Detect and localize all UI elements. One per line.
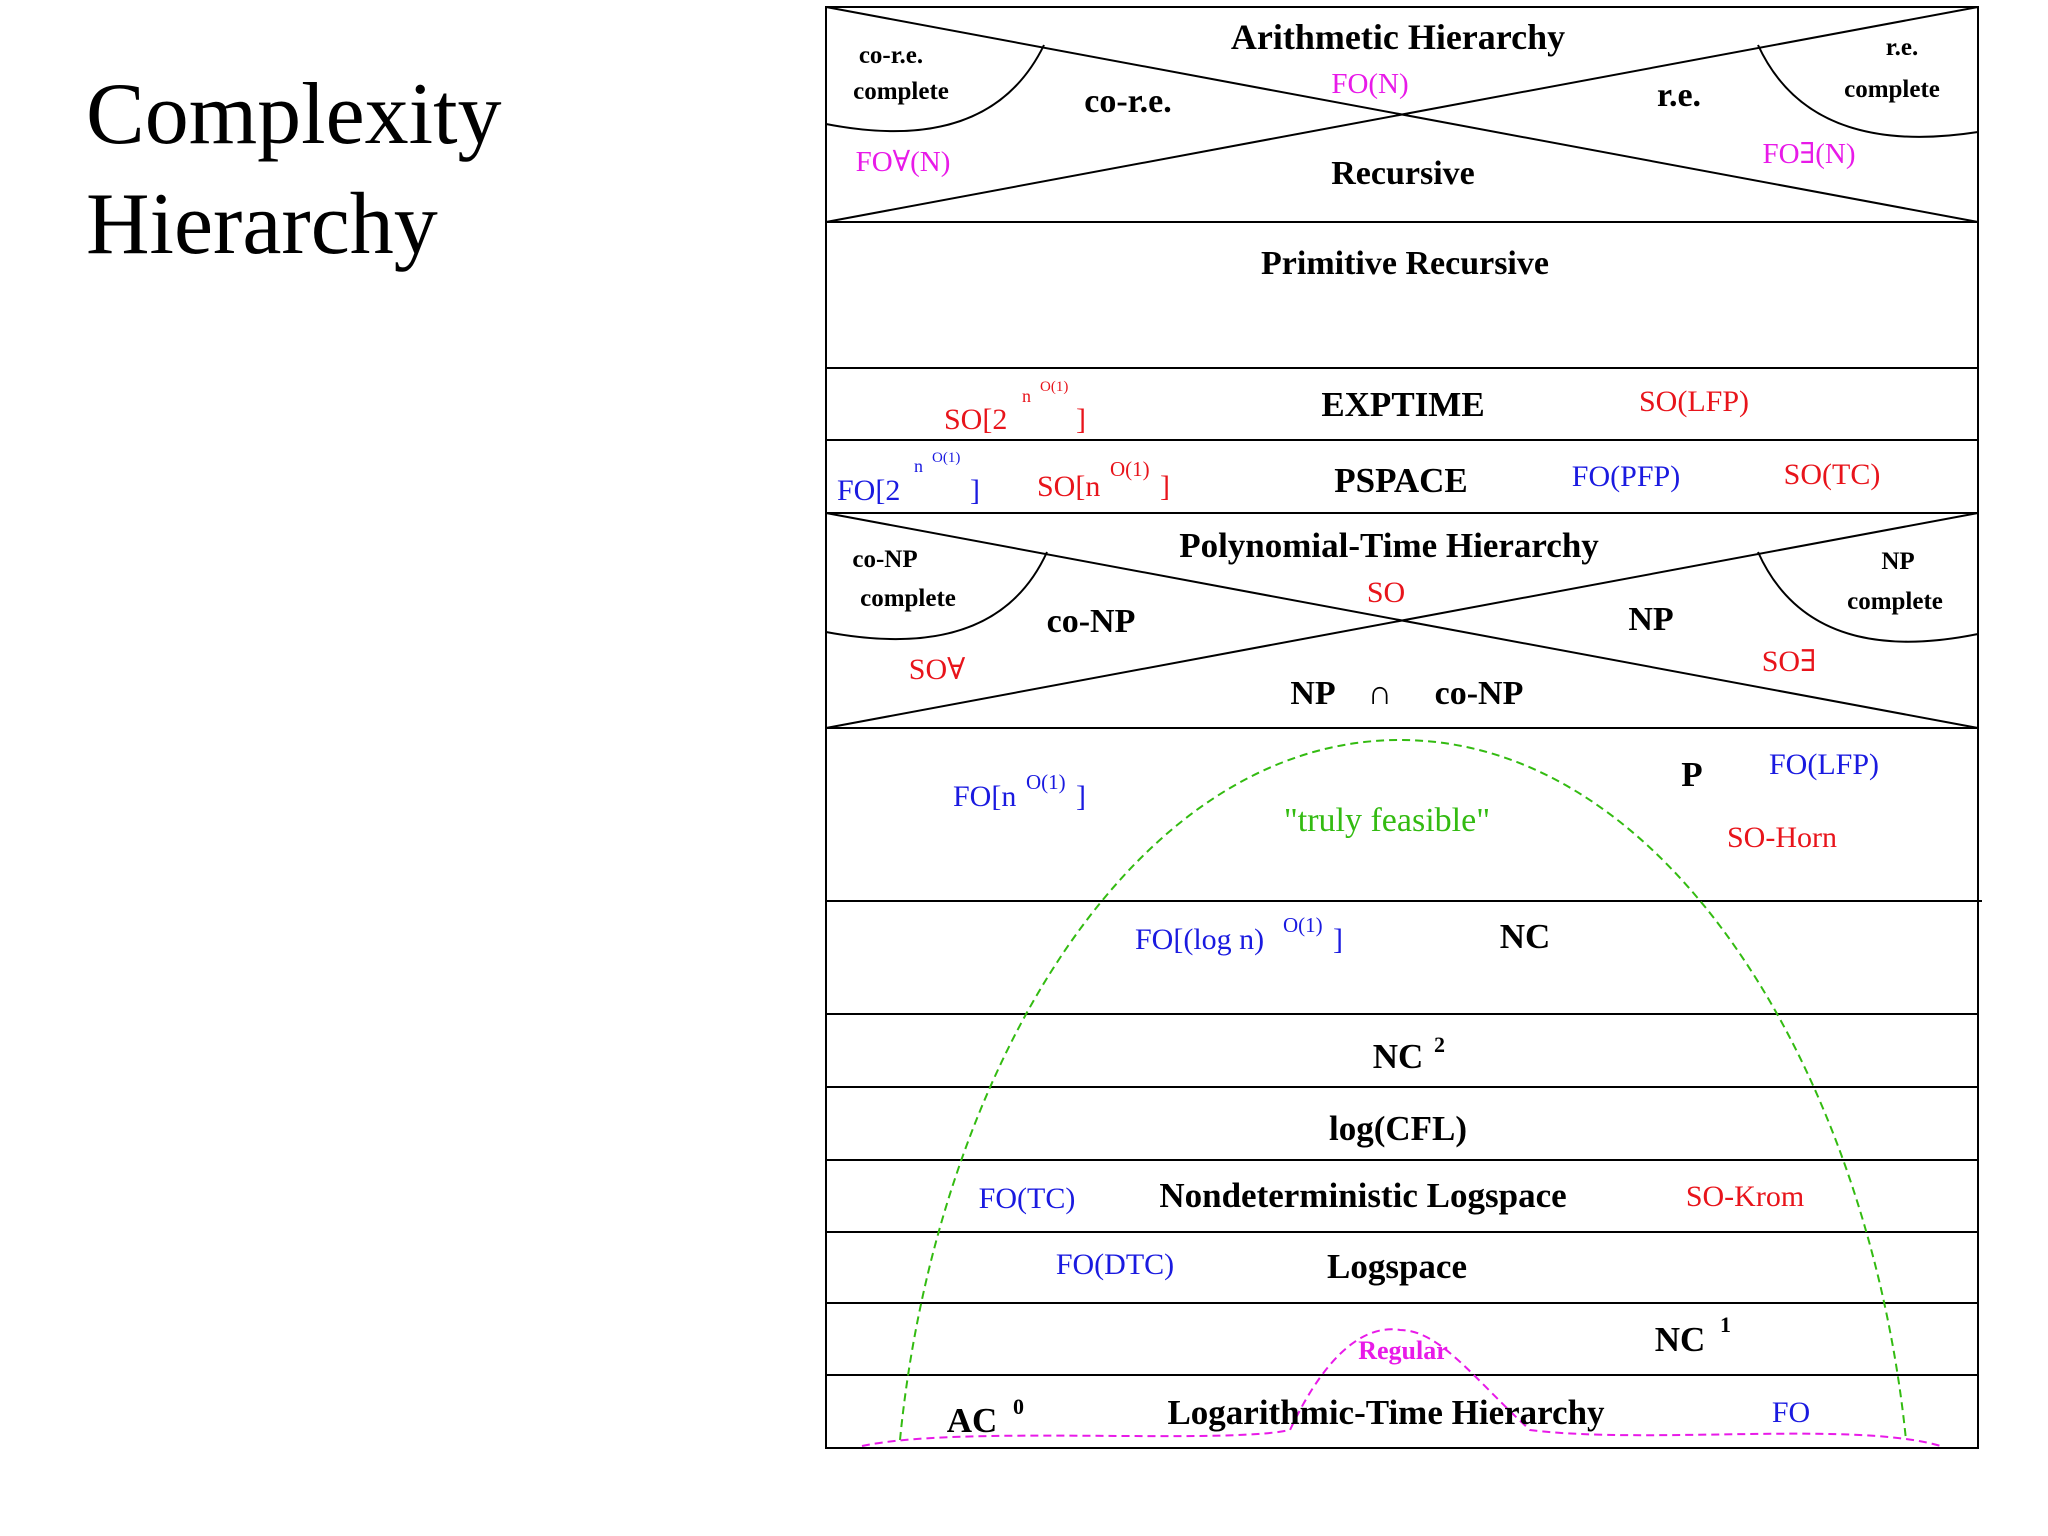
arith-core-label-1: co-r.e. xyxy=(859,42,923,69)
nl-so-krom: SO-Krom xyxy=(1686,1180,1804,1213)
np-cap-conp-symbol: ∩ xyxy=(1368,675,1392,712)
pspace-so-base: SO[n xyxy=(1037,470,1100,503)
nc1-superscript: 1 xyxy=(1720,1312,1731,1337)
primitive-recursive-label: Primitive Recursive xyxy=(1261,245,1549,282)
ac0-superscript: 0 xyxy=(1013,1394,1024,1419)
slide-title: Complexity Hierarchy xyxy=(86,60,502,280)
pspace-label: PSPACE xyxy=(1334,461,1468,500)
arith-fo-n: FO(N) xyxy=(1331,68,1408,100)
arith-core-label-2: complete xyxy=(853,78,949,105)
arith-title: Arithmetic Hierarchy xyxy=(1231,17,1565,57)
ph-conp-label-1: co-NP xyxy=(852,546,917,573)
arith-core-arc xyxy=(825,44,1045,133)
ac0-label: AC xyxy=(947,1401,998,1440)
regular-curve xyxy=(861,1328,1945,1448)
ph-np-arc xyxy=(1757,551,1979,643)
arith-fo-forall: FO∀(N) xyxy=(856,146,951,178)
ph-x-line-2 xyxy=(825,512,1979,729)
pspace-fo-close: ] xyxy=(970,474,980,507)
l-fo-dtc: FO(DTC) xyxy=(1056,1248,1174,1281)
exptime-label: EXPTIME xyxy=(1321,385,1484,424)
exptime-so-n: n xyxy=(1022,386,1031,406)
pspace-so-o1: O(1) xyxy=(1110,457,1150,481)
nc2-label: NC xyxy=(1373,1037,1424,1076)
truly-feasible-label: "truly feasible" xyxy=(1284,802,1490,839)
exptime-so-o1: O(1) xyxy=(1040,379,1068,395)
p-label: P xyxy=(1681,755,1702,794)
p-fo-base: FO[n xyxy=(953,780,1016,813)
arith-re-label-2: complete xyxy=(1844,76,1940,103)
pspace-fo-pfp: FO(PFP) xyxy=(1572,460,1680,493)
diagram-labels: Arithmetic Hierarchy co-r.e. complete r.… xyxy=(837,17,1943,1440)
ph-np-label-2: complete xyxy=(1847,588,1943,615)
ph-np-label-1: NP xyxy=(1881,548,1914,575)
regular-label: Regular xyxy=(1358,1336,1448,1365)
pspace-fo-base: FO[2 xyxy=(837,474,900,507)
diagram-frame xyxy=(825,6,1982,1449)
np-cap-conp-np: NP xyxy=(1290,675,1335,712)
ph-conp-arc xyxy=(825,551,1048,641)
ph-np-mid: NP xyxy=(1628,601,1673,638)
l-label: Logspace xyxy=(1327,1247,1467,1286)
np-cap-conp-conp: co-NP xyxy=(1435,675,1524,712)
ph-so-exists: SO∃ xyxy=(1762,645,1817,678)
pspace-fo-n: n xyxy=(914,456,923,476)
fo-label: FO xyxy=(1772,1396,1810,1429)
nc-fo-close: ] xyxy=(1333,923,1343,956)
nl-fo-tc: FO(TC) xyxy=(979,1182,1076,1215)
nc-fo-base: FO[(log n) xyxy=(1135,923,1264,956)
slide-title-line-2: Hierarchy xyxy=(86,176,438,273)
nc-fo-o1: O(1) xyxy=(1283,913,1323,937)
p-fo-lfp: FO(LFP) xyxy=(1769,748,1879,781)
arith-core-mid: co-r.e. xyxy=(1084,83,1171,120)
exptime-so-lfp: SO(LFP) xyxy=(1639,385,1749,418)
arith-re-arc xyxy=(1757,44,1979,138)
pspace-fo-o1: O(1) xyxy=(932,450,960,466)
recursive-label: Recursive xyxy=(1331,155,1475,192)
exptime-so-base: SO[2 xyxy=(944,403,1007,436)
ph-conp-label-2: complete xyxy=(860,585,956,612)
arith-re-label-1: r.e. xyxy=(1886,34,1918,61)
p-fo-close: ] xyxy=(1076,780,1086,813)
nc1-label: NC xyxy=(1655,1320,1706,1359)
nc-label: NC xyxy=(1500,917,1551,956)
lth-label: Logarithmic-Time Hierarchy xyxy=(1167,1393,1605,1432)
arith-fo-exists: FO∃(N) xyxy=(1762,138,1855,170)
ph-conp-mid: co-NP xyxy=(1047,603,1136,640)
p-fo-o1: O(1) xyxy=(1026,770,1066,794)
arith-re-mid: r.e. xyxy=(1657,77,1701,114)
p-so-horn: SO-Horn xyxy=(1727,821,1837,854)
pspace-so-close: ] xyxy=(1160,470,1170,503)
pspace-so-tc: SO(TC) xyxy=(1784,458,1881,491)
arith-x-line-2 xyxy=(825,6,1979,223)
log-cfl-label: log(CFL) xyxy=(1329,1109,1467,1148)
slide-title-line-1: Complexity xyxy=(86,66,502,163)
nc2-superscript: 2 xyxy=(1434,1032,1445,1057)
ph-so-forall: SO∀ xyxy=(909,653,965,686)
exptime-so-close: ] xyxy=(1076,403,1086,436)
ph-so: SO xyxy=(1367,576,1405,609)
nl-label: Nondeterministic Logspace xyxy=(1159,1176,1566,1215)
ph-title: Polynomial-Time Hierarchy xyxy=(1179,526,1599,565)
